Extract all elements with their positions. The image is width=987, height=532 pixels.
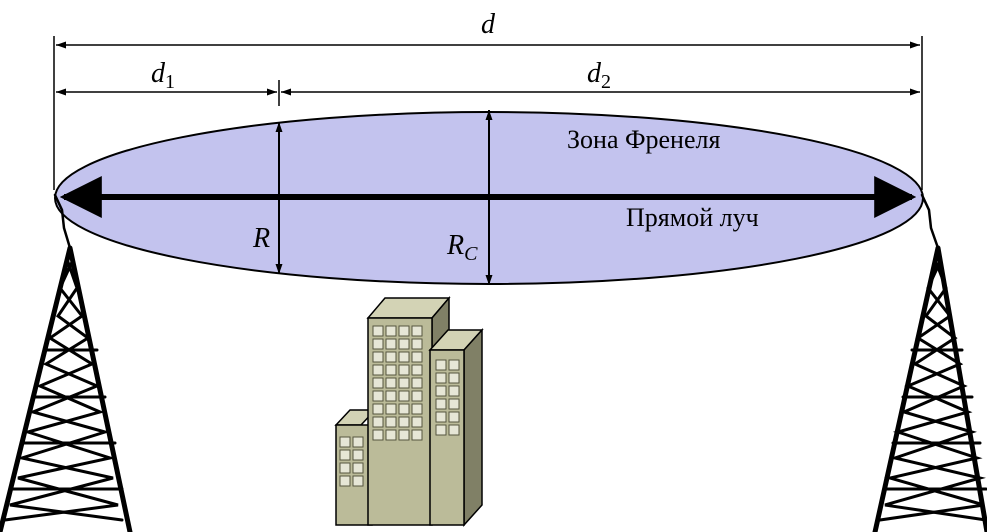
building-window (372, 338, 384, 350)
rc-label-base: R (446, 230, 464, 261)
building-window (448, 411, 460, 423)
building-window (398, 390, 410, 402)
building-window (385, 416, 397, 428)
building-window (385, 338, 397, 350)
building-window (411, 390, 423, 402)
building-icon (334, 295, 484, 527)
rc-label-sub: C (464, 243, 478, 265)
building-window (448, 398, 460, 410)
building-window (372, 351, 384, 363)
building-window (435, 359, 447, 371)
building-window (398, 351, 410, 363)
building-window (411, 364, 423, 376)
building-window (339, 436, 351, 448)
right-tower-icon (872, 193, 987, 532)
building-window (398, 429, 410, 441)
d1-label-base: d (151, 58, 166, 89)
d-label: d (481, 9, 496, 40)
r-label: R (252, 223, 270, 254)
building-window (385, 364, 397, 376)
fresnel-zone-label: Зона Френеля (567, 125, 720, 154)
building-window (411, 429, 423, 441)
building-window (448, 359, 460, 371)
building-window (398, 364, 410, 376)
building-window (372, 364, 384, 376)
building-window (411, 403, 423, 415)
building-window (339, 449, 351, 461)
building-window (372, 416, 384, 428)
d2-label-base: d (587, 58, 602, 89)
building-window (352, 436, 364, 448)
building-window (411, 351, 423, 363)
rc-label: RC (446, 230, 478, 265)
building-window (411, 338, 423, 350)
left-tower-icon (0, 193, 133, 532)
building-window (385, 403, 397, 415)
building-window (435, 398, 447, 410)
building-windows (339, 325, 460, 487)
d2-label-sub: 2 (601, 71, 611, 93)
d1-label-sub: 1 (165, 71, 175, 93)
building-window (398, 403, 410, 415)
building-window (448, 385, 460, 397)
building-window (448, 372, 460, 384)
direct-ray-label: Прямой луч (626, 203, 759, 232)
building-window (435, 411, 447, 423)
building-window (435, 372, 447, 384)
building-window (411, 325, 423, 337)
building-window (339, 475, 351, 487)
building-window (385, 377, 397, 389)
d1-label: d1 (151, 58, 175, 93)
building-window (398, 338, 410, 350)
building-window (372, 429, 384, 441)
building-window (411, 377, 423, 389)
building-window (398, 416, 410, 428)
building-window (385, 325, 397, 337)
building-window (352, 475, 364, 487)
building-window (398, 377, 410, 389)
building-window (372, 377, 384, 389)
building-window (385, 429, 397, 441)
building-window (398, 325, 410, 337)
building-window (339, 462, 351, 474)
building-window (372, 325, 384, 337)
building-window (435, 385, 447, 397)
building-window (435, 424, 447, 436)
building-window (352, 449, 364, 461)
building-window (352, 462, 364, 474)
building-window (385, 390, 397, 402)
building-window (372, 390, 384, 402)
building-window (448, 424, 460, 436)
d2-label: d2 (587, 58, 611, 93)
building-window (372, 403, 384, 415)
building-window (385, 351, 397, 363)
building-window (411, 416, 423, 428)
